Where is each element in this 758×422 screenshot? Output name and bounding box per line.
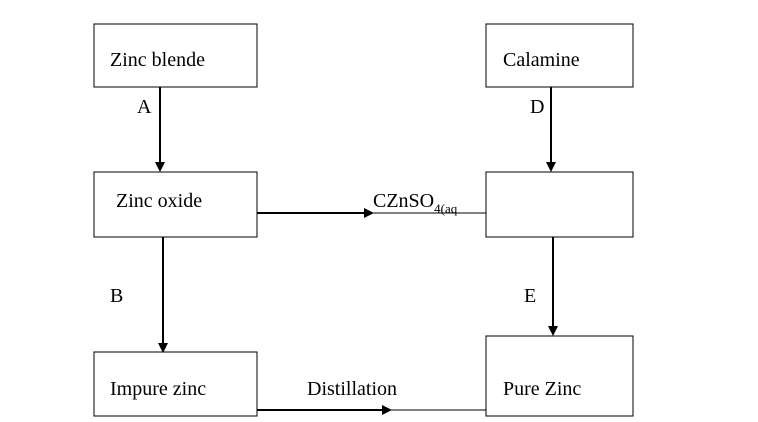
node-impure-zinc-label: Impure zinc <box>110 378 206 400</box>
node-zinc-blende-label: Zinc blende <box>110 49 205 71</box>
label-d: D <box>530 96 544 118</box>
label-a: A <box>137 96 152 118</box>
label-solution: CZnSO4(aq <box>373 190 458 216</box>
node-calamine: Calamine <box>485 23 634 88</box>
node-blank <box>485 171 634 238</box>
node-impure-zinc: Impure zinc <box>93 351 258 417</box>
node-pure-zinc: Pure Zinc <box>485 335 634 417</box>
label-e: E <box>524 285 536 307</box>
label-b: B <box>110 285 123 307</box>
node-pure-zinc-label: Pure Zinc <box>503 378 581 400</box>
node-zinc-oxide: Zinc oxide <box>93 171 258 238</box>
label-solution-main: CZnSO <box>373 190 434 212</box>
label-distillation: Distillation <box>307 378 397 400</box>
node-calamine-label: Calamine <box>503 49 580 71</box>
node-zinc-blende: Zinc blende <box>93 23 258 88</box>
node-zinc-oxide-label: Zinc oxide <box>116 190 202 212</box>
label-solution-sub: 4(aq <box>434 201 458 216</box>
